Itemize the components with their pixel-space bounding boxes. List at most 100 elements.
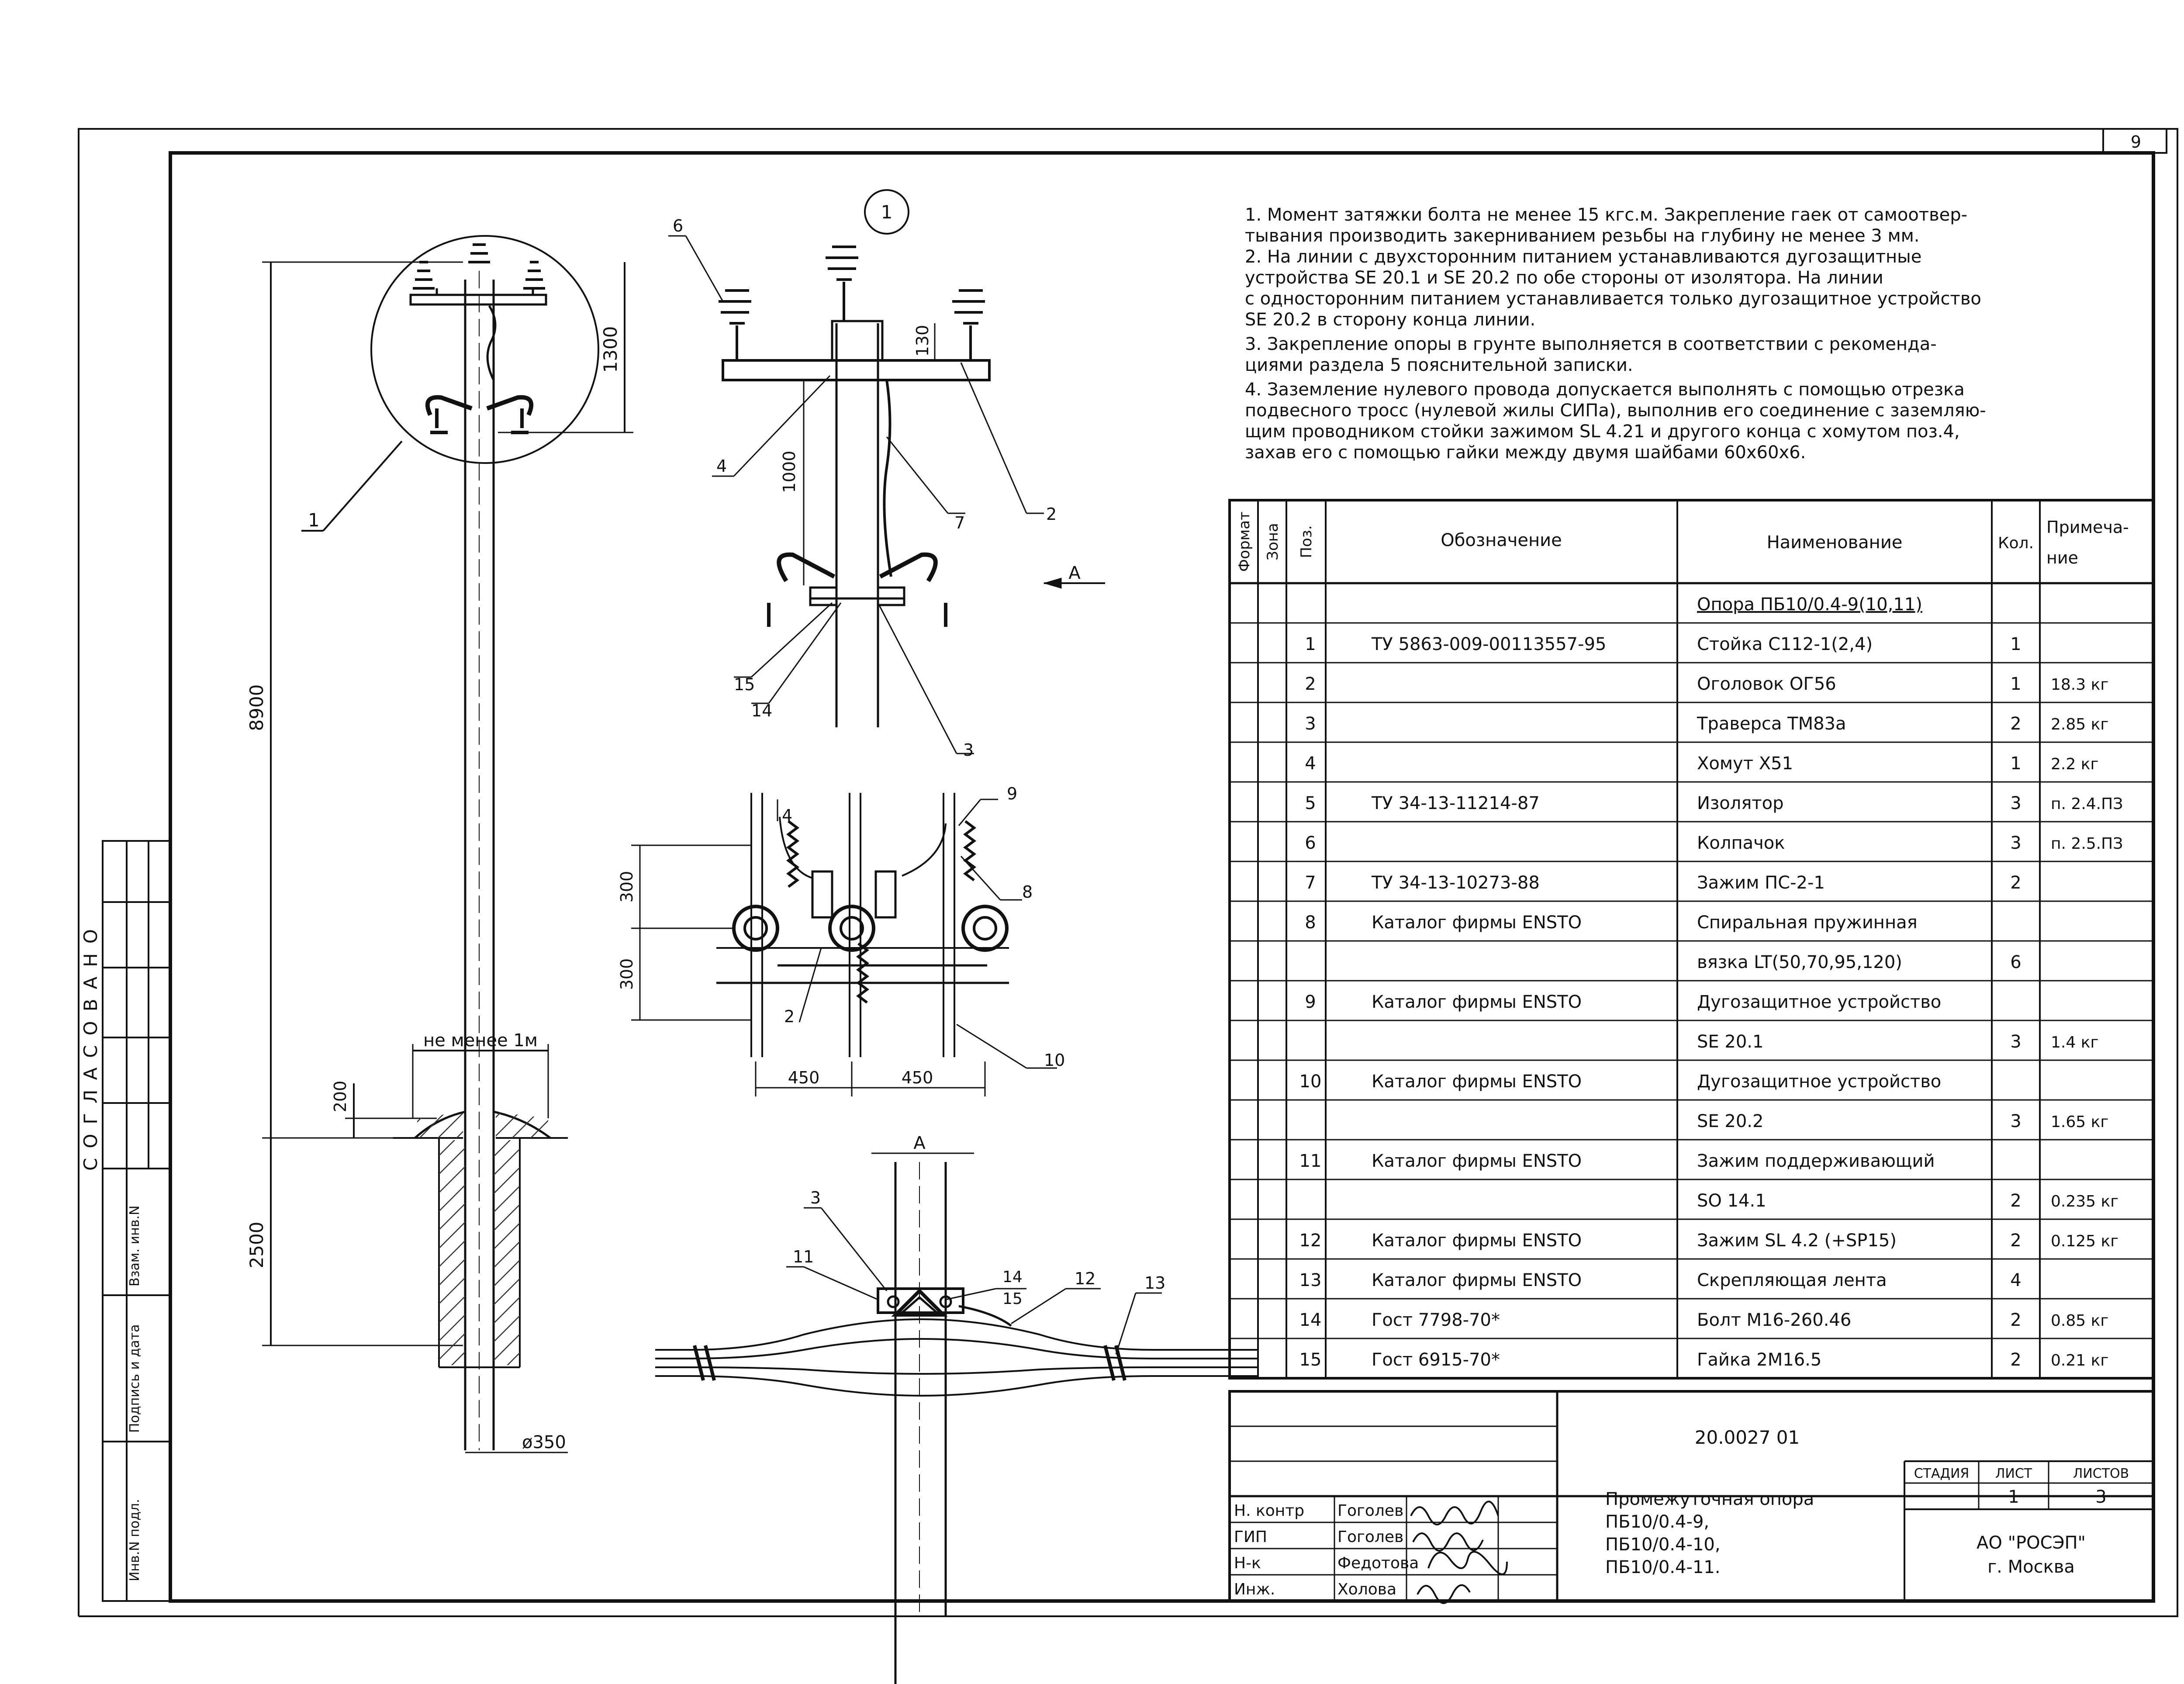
hdr-note-1: Примеча-	[2046, 518, 2129, 537]
cell-pos: 2	[1305, 674, 1316, 694]
title-line: Промежуточная опора	[1605, 1489, 1814, 1509]
sheets-label: ЛИСТОВ	[2073, 1466, 2129, 1481]
cell-pos: 15	[1299, 1350, 1322, 1370]
detail-label-7: 7	[954, 513, 965, 533]
cell-name: Болт М16-260.46	[1697, 1310, 1851, 1330]
note-line: SE 20.2 в сторону конца линии.	[1245, 310, 1535, 330]
detail-label-6: 6	[673, 216, 683, 235]
cell-pos: 7	[1305, 873, 1316, 893]
cell-name: Траверса ТМ83а	[1697, 714, 1846, 734]
dim-top: 1300	[600, 326, 621, 373]
cell-name: SE 20.1	[1697, 1032, 1763, 1052]
note-line: 1. Момент затяжки болта не менее 15 кгс.…	[1245, 205, 1967, 225]
title-line: ПБ10/0.4-10,	[1605, 1535, 1721, 1555]
cell-note: 0.21 кг	[2051, 1352, 2108, 1369]
sheet-label: ЛИСТ	[1995, 1466, 2032, 1481]
cell-name: Гайка 2М16.5	[1697, 1350, 1821, 1370]
cell-name: Дугозащитное устройство	[1697, 1072, 1941, 1092]
view-a	[655, 1152, 1258, 1684]
cell-name: Скрепляющая лента	[1697, 1270, 1887, 1290]
plan-dim-450-right: 450	[902, 1068, 933, 1087]
detail-label-14: 14	[751, 701, 772, 720]
view-a-label-15: 15	[1002, 1290, 1023, 1308]
signer-name: Федотова	[1337, 1554, 1419, 1572]
strip-replace-inv: Взам. инв.N	[127, 1206, 142, 1286]
note-line: 4. Заземление нулевого провода допускает…	[1245, 380, 1965, 400]
cell-pos: 9	[1305, 992, 1316, 1012]
notes-block: 1. Момент затяжки болта не менее 15 кгс.…	[1245, 205, 1986, 463]
title-line: ПБ10/0.4-9,	[1605, 1512, 1709, 1532]
plan-label-2: 2	[784, 1007, 795, 1026]
cell-pos: 3	[1305, 714, 1316, 734]
hdr-name: Наименование	[1767, 533, 1903, 553]
hdr-designation: Обозначение	[1441, 530, 1562, 550]
org-line: г. Москва	[1987, 1557, 2075, 1577]
cell-qty: 2	[2010, 1350, 2021, 1370]
cell-pos: 11	[1299, 1151, 1322, 1171]
note-line: тывания производить закерниванием резьбы…	[1245, 226, 1920, 246]
sheet-value: 1	[2008, 1487, 2019, 1507]
cell-qty: 4	[2010, 1270, 2021, 1290]
cell-designation: Каталог фирмы ENSTO	[1372, 1151, 1582, 1171]
signer-role: Н-к	[1234, 1554, 1261, 1572]
cell-pos: 12	[1299, 1231, 1322, 1251]
org-line: АО "РОСЭП"	[1977, 1533, 2086, 1553]
detail-dim-1000: 1000	[780, 451, 799, 493]
title-block	[1228, 1390, 2155, 1604]
note-line: устройства SE 20.1 и SE 20.2 по обе стор…	[1245, 268, 1883, 288]
plan-label-9: 9	[1007, 784, 1017, 803]
approval-strip	[102, 840, 171, 1602]
cell-pos: 5	[1305, 793, 1316, 813]
cell-name: Оголовок ОГ56	[1697, 674, 1836, 694]
sheets-value: 3	[2095, 1487, 2106, 1507]
stage-label: СТАДИЯ	[1914, 1466, 1970, 1481]
dim-200: 200	[331, 1081, 350, 1113]
signer-role: ГИП	[1234, 1528, 1267, 1546]
hdr-zone: Зона	[1264, 523, 1282, 560]
cell-designation: Каталог фирмы ENSTO	[1372, 992, 1582, 1012]
view-a-label-3: 3	[810, 1188, 821, 1207]
cell-qty: 2	[2010, 1231, 2021, 1251]
cell-pos: 14	[1299, 1310, 1322, 1330]
hdr-note-2: ние	[2046, 548, 2078, 567]
table-row: 10 Каталог фирмы ENSTO Дугозащитное устрой…	[1299, 1072, 1942, 1092]
cell-qty: 1	[2010, 634, 2021, 654]
cell-qty: 1	[2010, 754, 2021, 774]
view-a-label-11: 11	[793, 1247, 814, 1266]
detail-label-15: 15	[734, 675, 755, 694]
cell-qty: 2	[2010, 714, 2021, 734]
cell-note: 0.85 кг	[2051, 1312, 2108, 1330]
signer-role: Н. контр	[1234, 1502, 1304, 1520]
cell-qty: 3	[2010, 833, 2021, 853]
signer-name: Холова	[1337, 1580, 1396, 1598]
cell-pos: 10	[1299, 1072, 1322, 1092]
cell-designation: ТУ 34-13-11214-87	[1371, 793, 1540, 813]
cell-qty: 6	[2010, 952, 2021, 972]
detail-dim-130: 130	[913, 325, 932, 357]
cell-name: Зажим SL 4.2 (+SP15)	[1697, 1231, 1897, 1251]
cell-name: Стойка С112-1(2,4)	[1697, 634, 1873, 654]
plan-dim-300-top: 300	[617, 871, 636, 903]
cell-name: Зажим ПС-2-1	[1697, 873, 1825, 893]
note-line: захав его с помощью гайки между двумя ша…	[1245, 443, 1806, 463]
hdr-format: Формат	[1236, 512, 1253, 572]
cell-designation: Каталог фирмы ENSTO	[1372, 1072, 1582, 1092]
cell-note: 18.3 кг	[2051, 676, 2108, 694]
cell-note: 1.4 кг	[2051, 1034, 2098, 1051]
title-line: ПБ10/0.4-11.	[1605, 1557, 1721, 1577]
view-a-label-13: 13	[1144, 1273, 1165, 1293]
cell-designation: Каталог фирмы ENSTO	[1372, 1231, 1582, 1251]
detail-label-4: 4	[716, 456, 727, 476]
hdr-pos: Поз.	[1298, 525, 1315, 558]
cell-note: 1.65 кг	[2051, 1113, 2108, 1131]
